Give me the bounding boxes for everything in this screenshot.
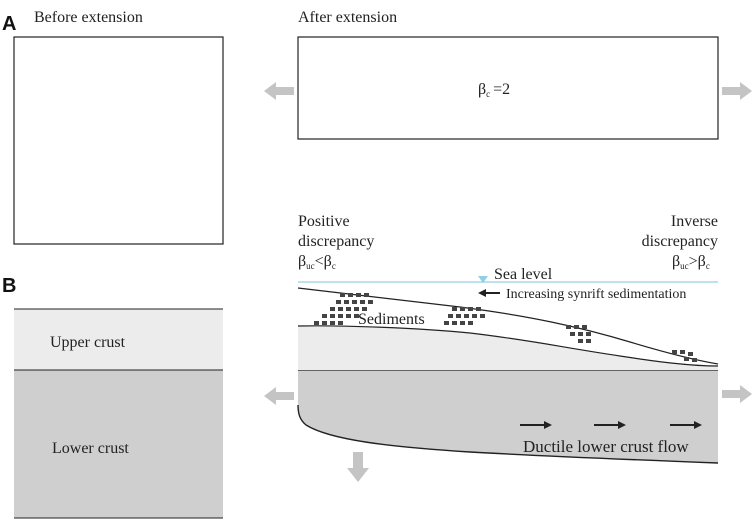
ductile-flow-label: Ductile lower crust flow	[523, 437, 689, 456]
inverse-discrepancy-line2: discrepancy	[642, 233, 718, 250]
positive-discrepancy-line2: discrepancy	[298, 233, 374, 250]
inverse-discrepancy-formula: βuc>βc	[672, 253, 710, 271]
extension-arrow-left-b-icon	[264, 387, 294, 405]
flow-arrows	[520, 421, 702, 429]
sediments-label: Sediments	[358, 311, 425, 328]
basement-surface-line	[297, 325, 719, 367]
sedimentation-label: Increasing synrift sedimentation	[506, 287, 686, 302]
sedimentation-arrow-icon	[478, 289, 500, 297]
after-extension-block	[297, 36, 719, 140]
after-extension-title: After extension	[298, 9, 397, 26]
sediment-dots-far-right	[672, 350, 697, 362]
positive-discrepancy-line1: Positive	[298, 213, 350, 230]
flow-arrow-2-icon	[594, 421, 626, 429]
beta-c-label: βc=2	[478, 81, 510, 99]
moho-line	[297, 404, 719, 464]
inverse-discrepancy-line1: Inverse	[671, 213, 718, 230]
sediment-dots-left	[314, 293, 373, 325]
thinned-lower-crust	[298, 370, 718, 463]
sea-level-label: Sea level	[494, 266, 553, 283]
sea-level-marker-icon	[478, 276, 488, 283]
lower-crust-label: Lower crust	[52, 440, 129, 457]
flow-arrow-1-icon	[520, 421, 552, 429]
sediment-dots-center	[444, 307, 485, 325]
panel-label-a: A	[2, 13, 16, 35]
sediment-dots-right	[566, 325, 591, 343]
upper-crust-label: Upper crust	[50, 334, 126, 351]
upper-crust-block	[14, 309, 223, 370]
panel-label-b: B	[2, 275, 16, 297]
extension-arrow-right-icon	[722, 82, 752, 100]
before-extension-block	[13, 36, 224, 245]
extension-arrow-left-icon	[264, 82, 294, 100]
positive-discrepancy-formula: βuc<βc	[298, 253, 336, 271]
before-extension-title: Before extension	[34, 9, 143, 26]
lower-crust-block	[14, 370, 223, 518]
flow-arrow-3-icon	[670, 421, 702, 429]
extension-arrow-right-b-icon	[722, 385, 752, 403]
subsidence-arrow-down-icon	[347, 452, 369, 482]
thinned-upper-crust	[298, 325, 718, 370]
